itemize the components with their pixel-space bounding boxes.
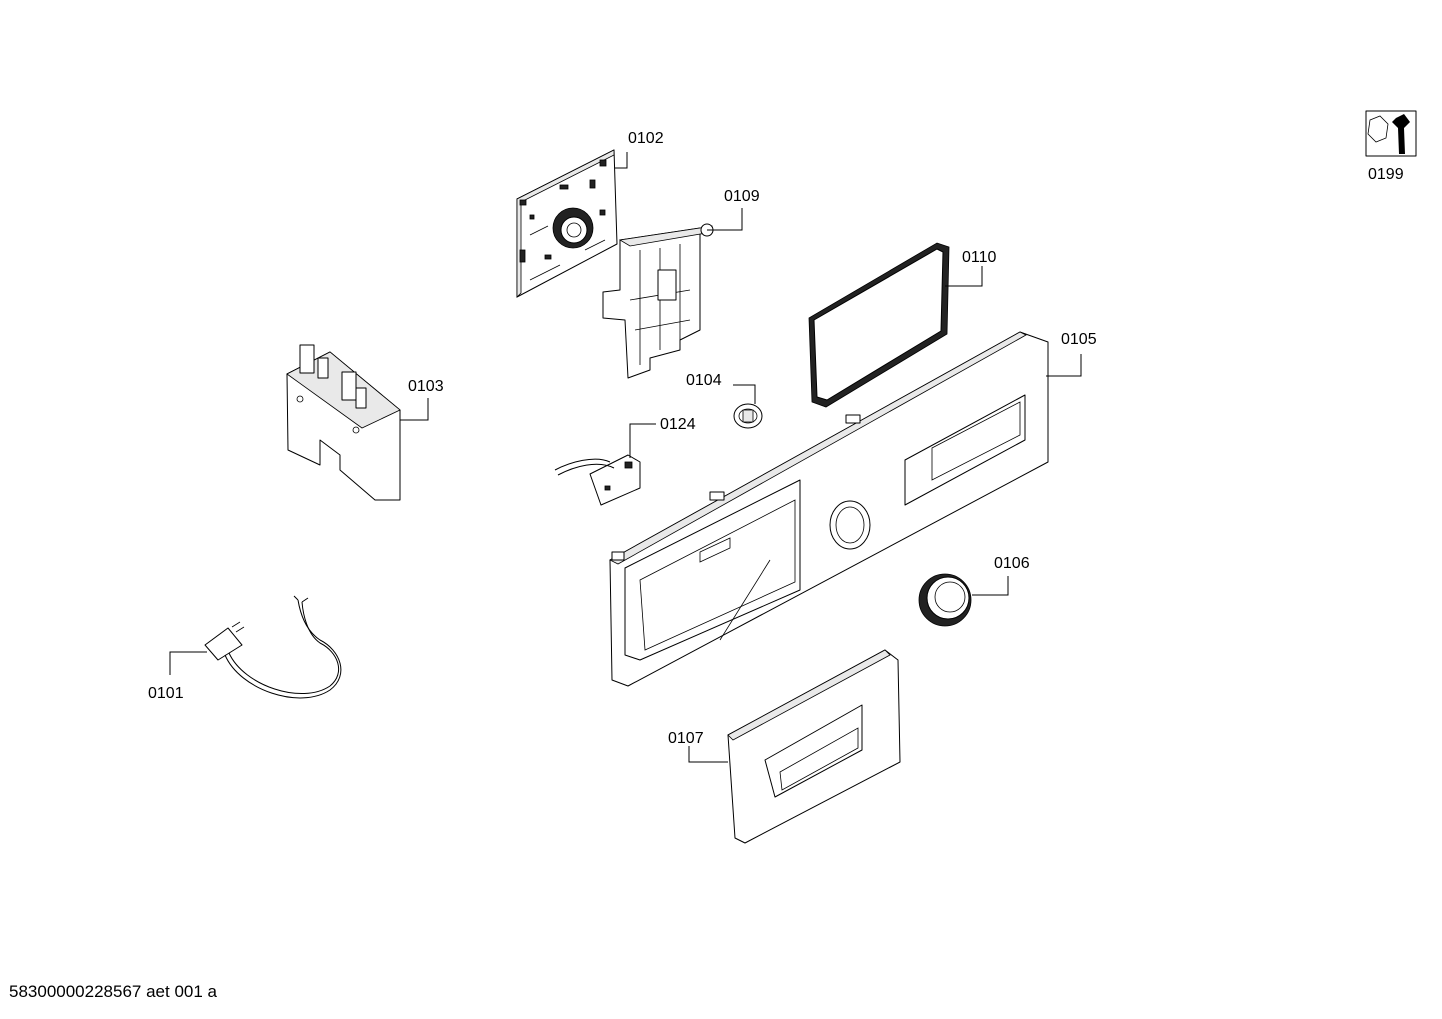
part-label-0104: 0104: [686, 372, 722, 389]
document-code: 58300000228567 aet 001 a: [9, 982, 218, 1001]
part-label-0124: 0124: [660, 416, 696, 433]
part-label-0105: 0105: [1061, 331, 1097, 348]
part-label-0109: 0109: [724, 188, 760, 205]
part-label-0107: 0107: [668, 730, 704, 747]
selector-knob-part: [918, 573, 972, 627]
part-label-0199: 0199: [1368, 166, 1404, 183]
display-window-part: [808, 242, 950, 408]
sensor-board-part: [554, 454, 641, 506]
small-knob-part: [733, 403, 763, 429]
part-label-0110: 0110: [962, 249, 997, 266]
part-label-0106: 0106: [994, 555, 1030, 572]
part-label-0102: 0102: [628, 130, 664, 147]
control-module-part: [516, 149, 618, 298]
module-holder-part: [602, 223, 714, 379]
control-panel-fascia-part: [609, 331, 1049, 687]
wrench-nut-icon: [1365, 110, 1417, 157]
dispenser-handle-part: [727, 649, 901, 844]
interference-filter-part: [286, 344, 401, 501]
power-cord-part: [204, 595, 342, 699]
part-label-0103: 0103: [408, 378, 444, 395]
part-label-0101: 0101: [148, 685, 184, 702]
